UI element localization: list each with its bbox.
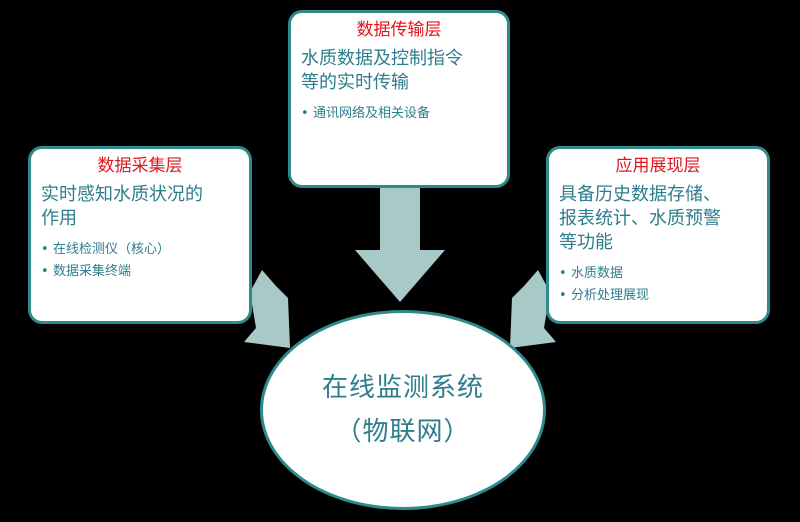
application-layer-list: 水质数据 分析处理展现 bbox=[559, 263, 757, 307]
list-item: 通讯网络及相关设备 bbox=[301, 103, 497, 125]
list-item: 水质数据 bbox=[559, 263, 757, 285]
down-arrow bbox=[355, 188, 445, 302]
transmission-layer-desc: 水质数据及控制指令 等的实时传输 bbox=[301, 47, 497, 95]
collection-layer-desc: 实时感知水质状况的 作用 bbox=[41, 183, 239, 231]
desc-line: 水质数据及控制指令 bbox=[301, 48, 463, 69]
center-subtitle: （物联网） bbox=[335, 417, 471, 447]
desc-line: 具备历史数据存储、 bbox=[559, 184, 721, 205]
list-item: 数据采集终端 bbox=[41, 261, 239, 283]
desc-line: 实时感知水质状况的 bbox=[41, 184, 203, 205]
transmission-layer-list: 通讯网络及相关设备 bbox=[301, 103, 497, 125]
transmission-layer-box: 数据传输层 水质数据及控制指令 等的实时传输 通讯网络及相关设备 bbox=[288, 10, 510, 188]
center-title: 在线监测系统 bbox=[321, 373, 484, 403]
center-system-ellipse: 在线监测系统 （物联网） bbox=[260, 310, 546, 510]
collection-layer-title: 数据采集层 bbox=[97, 156, 183, 176]
desc-line: 等功能 bbox=[559, 232, 613, 253]
application-layer-title: 应用展现层 bbox=[615, 156, 701, 176]
right-down-arrow bbox=[244, 270, 290, 348]
application-layer-desc: 具备历史数据存储、 报表统计、水质预警 等功能 bbox=[559, 183, 757, 255]
desc-line: 等的实时传输 bbox=[301, 72, 409, 93]
list-item: 在线检测仪（核心） bbox=[41, 239, 239, 261]
collection-layer-box: 数据采集层 实时感知水质状况的 作用 在线检测仪（核心） 数据采集终端 bbox=[28, 146, 252, 324]
desc-line: 报表统计、水质预警 bbox=[559, 208, 721, 229]
collection-layer-list: 在线检测仪（核心） 数据采集终端 bbox=[41, 239, 239, 283]
transmission-layer-title: 数据传输层 bbox=[356, 20, 442, 40]
desc-line: 作用 bbox=[41, 208, 77, 229]
left-down-arrow bbox=[510, 270, 556, 348]
application-layer-box: 应用展现层 具备历史数据存储、 报表统计、水质预警 等功能 水质数据 分析处理展… bbox=[546, 146, 770, 324]
list-item: 分析处理展现 bbox=[559, 285, 757, 307]
